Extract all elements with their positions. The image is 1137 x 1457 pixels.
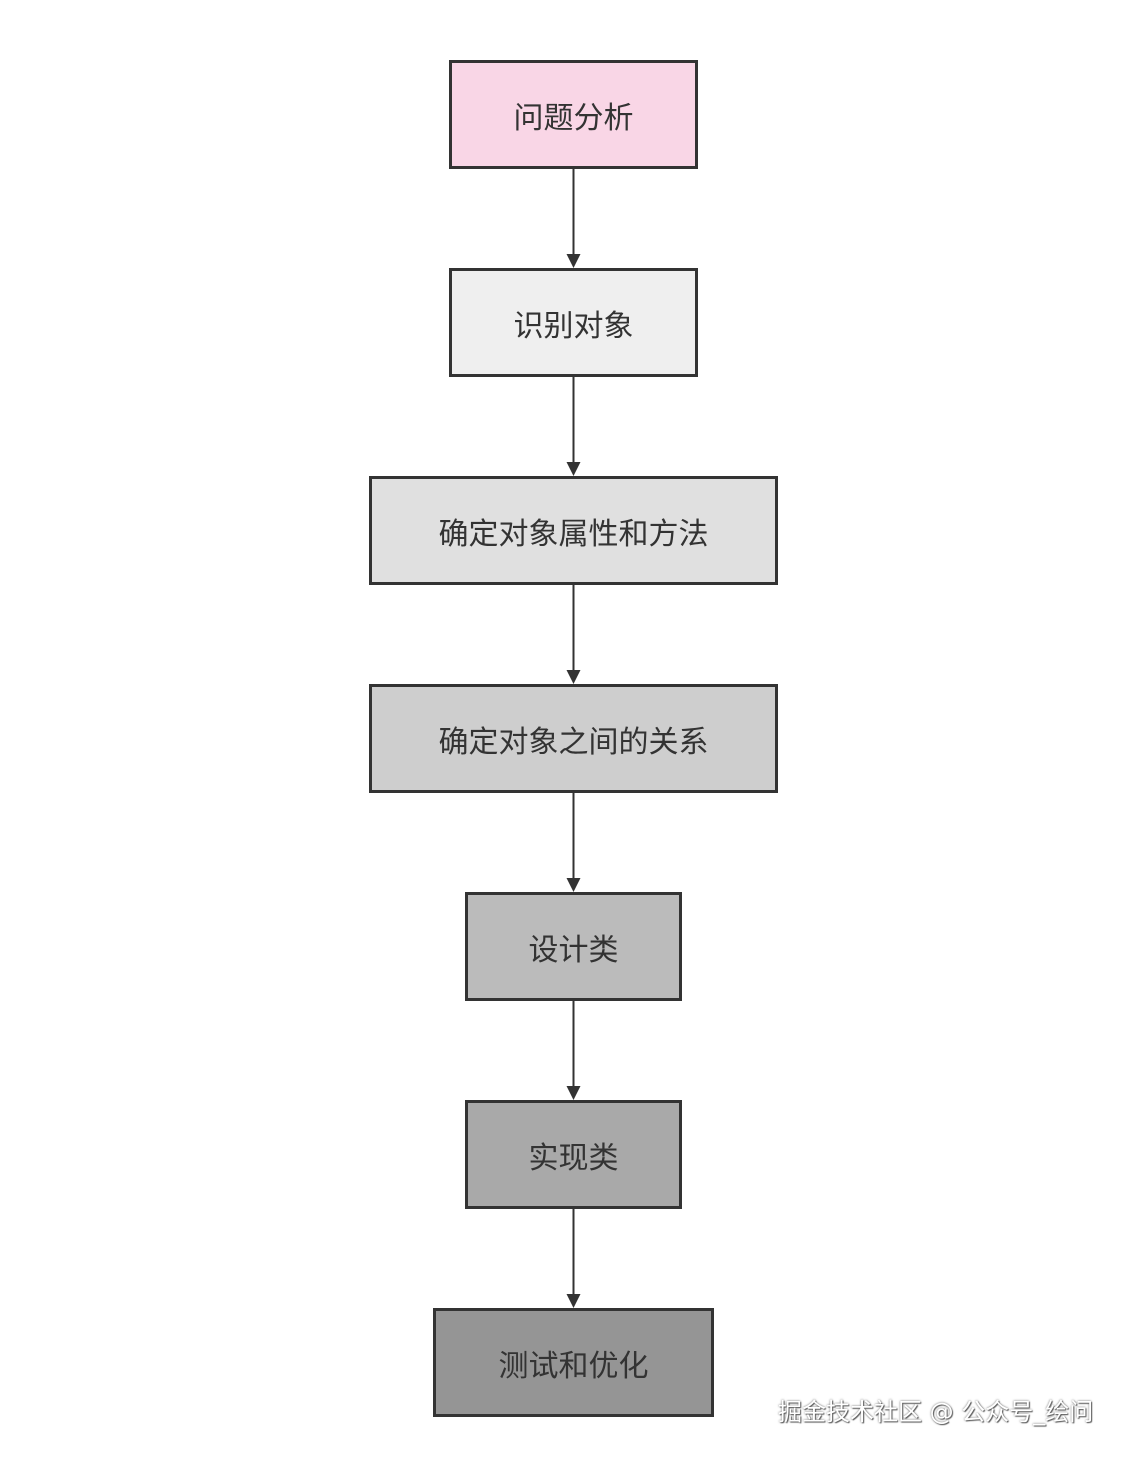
edge-arrowhead-4: [566, 878, 581, 892]
node-design-classes[interactable]: 设计类: [465, 892, 682, 1001]
node-problem-analysis[interactable]: 问题分析: [449, 60, 698, 169]
edge-arrowhead-5: [566, 1086, 581, 1100]
watermark-text: 掘金技术社区 @ 公众号_绘问: [778, 1398, 1094, 1426]
edge-arrowhead-1: [566, 254, 581, 268]
edge-arrowhead-3: [566, 670, 581, 684]
node-test-optimize[interactable]: 测试和优化: [433, 1308, 714, 1417]
node-identify-objects[interactable]: 识别对象: [449, 268, 698, 377]
node-define-attributes-methods[interactable]: 确定对象属性和方法: [369, 476, 778, 585]
node-define-relationships[interactable]: 确定对象之间的关系: [369, 684, 778, 793]
edge-arrowhead-6: [566, 1294, 581, 1308]
edge-arrowhead-2: [566, 462, 581, 476]
node-implement-classes[interactable]: 实现类: [465, 1100, 682, 1209]
